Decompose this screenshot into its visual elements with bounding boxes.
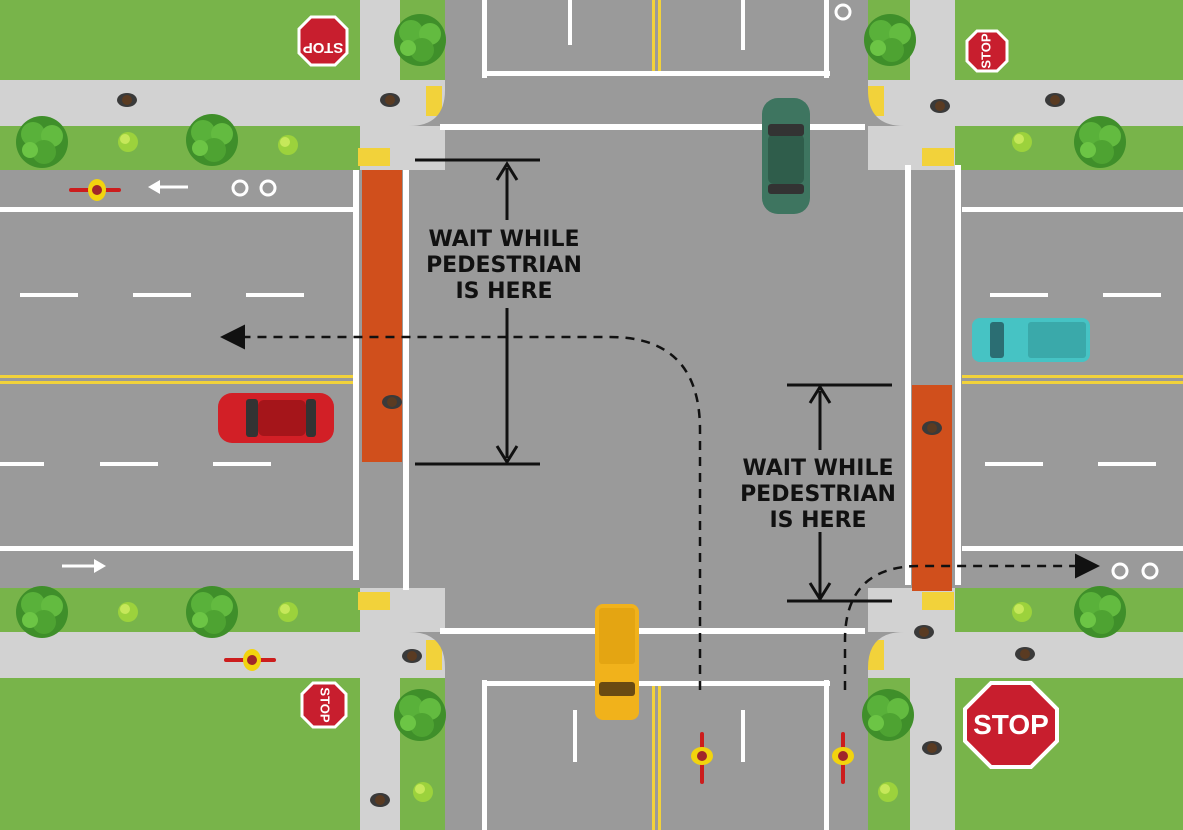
right-turn-path [843, 553, 1100, 690]
stop-sign-text-top-right: STOP [978, 33, 993, 68]
block-bottom-left [0, 588, 445, 830]
crosswalk-highlight-left [362, 170, 402, 462]
bike-lane-icon [231, 3, 1159, 580]
car-icon-green [762, 98, 810, 214]
crosswalk-highlight-right [912, 385, 952, 591]
stop-sign-text-bottom-left: STOP [318, 687, 333, 722]
bike-lane-arrow-right [62, 559, 106, 573]
block-top-right [868, 0, 1183, 170]
wait-label-left-line2: PEDESTRIAN [426, 253, 582, 278]
wait-zone-bracket-left [415, 158, 540, 466]
wait-label-right-line2: PEDESTRIAN [740, 482, 896, 507]
bike-lane-arrow-left [148, 180, 188, 194]
car-icon [218, 393, 334, 443]
curb-returns [409, 90, 904, 668]
pickup-truck-icon-yellow [595, 604, 639, 720]
stop-sign-text-bottom-right: STOP [973, 709, 1049, 740]
wait-label-left-line1: WAIT WHILE [428, 227, 579, 252]
stop-sign-text-top-left: STOP [303, 39, 344, 56]
pickup-truck-icon-teal [972, 318, 1090, 362]
wait-label-right-line3: IS HERE [769, 508, 866, 533]
wait-label-left-line3: IS HERE [455, 279, 552, 304]
wait-label-right-line1: WAIT WHILE [742, 456, 893, 481]
wait-zone-bracket-right [787, 383, 892, 603]
stop-sign-icon [297, 15, 1059, 769]
